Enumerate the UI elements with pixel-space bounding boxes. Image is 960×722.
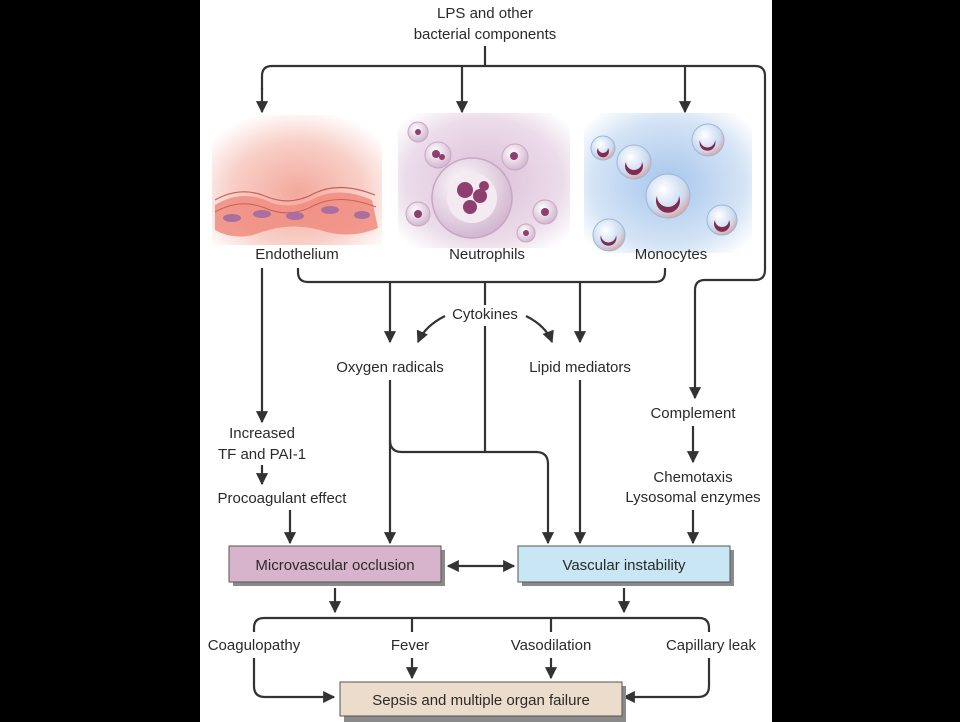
sepsis-box: Sepsis and multiple organ failure xyxy=(339,681,626,722)
lysosomal-label: Lysosomal enzymes xyxy=(625,489,760,506)
microvascular-box: Microvascular occlusion xyxy=(228,545,445,586)
outcome-bar xyxy=(252,616,711,632)
oxygen-radicals-label: Oxygen radicals xyxy=(336,359,444,376)
complement-label: Complement xyxy=(650,405,736,422)
lipid-mediators-label: Lipid mediators xyxy=(529,359,631,376)
procoagulant-label: Procoagulant effect xyxy=(218,490,348,507)
capillary-to-sepsis-arrow xyxy=(622,658,711,704)
cytokines-to-lipid-arrow xyxy=(525,315,554,344)
vascular-box: Vascular instability xyxy=(517,545,734,586)
source-branch-top xyxy=(272,64,767,77)
source-label-line2: bacterial components xyxy=(414,26,557,43)
vasodilation-label: Vasodilation xyxy=(511,637,592,654)
source-label-line1: LPS and other xyxy=(437,5,533,22)
endothelium-label: Endothelium xyxy=(255,246,338,263)
cytokines-to-oxygen-arrow xyxy=(416,315,446,344)
oxygen-to-vascular-line xyxy=(388,439,555,545)
monocytes-illustration xyxy=(584,113,752,253)
source-branch-line xyxy=(260,64,273,90)
vascular-label: Vascular instability xyxy=(562,557,686,574)
fever-label: Fever xyxy=(391,637,429,654)
capillary-leak-label: Capillary leak xyxy=(666,637,757,654)
neutrophils-label: Neutrophils xyxy=(449,246,525,263)
tf-pai-label: TF and PAI-1 xyxy=(218,446,306,463)
cell-collector-line xyxy=(296,268,667,284)
monocytes-label: Monocytes xyxy=(635,246,708,263)
endothelium-illustration xyxy=(212,115,382,245)
sepsis-label: Sepsis and multiple organ failure xyxy=(372,692,590,709)
chemotaxis-label: Chemotaxis xyxy=(653,469,732,486)
microvascular-label: Microvascular occlusion xyxy=(255,557,414,574)
cytokines-label: Cytokines xyxy=(452,306,518,323)
coagulopathy-label: Coagulopathy xyxy=(208,637,301,654)
right-bypass-line xyxy=(688,76,767,400)
coagulopathy-to-sepsis-arrow xyxy=(252,658,336,704)
increased-label: Increased xyxy=(229,425,295,442)
neutrophils-illustration xyxy=(398,113,570,248)
